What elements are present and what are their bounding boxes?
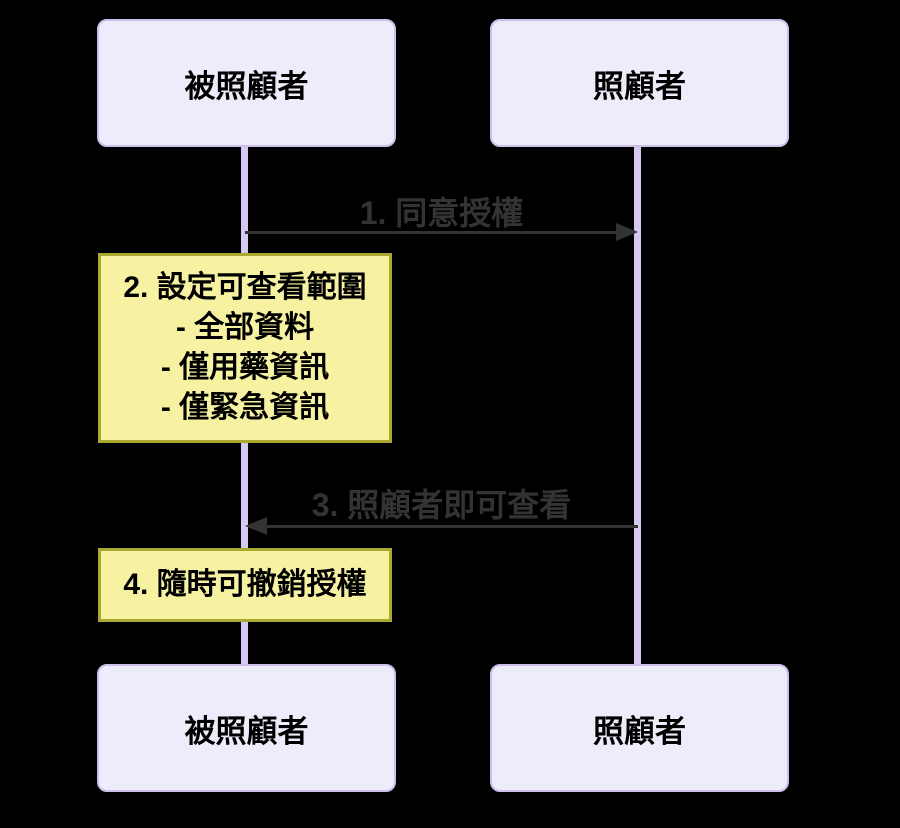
- actor-label-care-recipient-top: 被照顧者: [184, 68, 309, 104]
- actor-label-caregiver-bottom: 照顧者: [593, 713, 686, 749]
- lifeline-caregiver: [634, 147, 641, 664]
- note-revoke-line-1: 4. 隨時可撤銷授權: [123, 568, 367, 601]
- note-view-scope-line-4: - 僅緊急資訊: [160, 391, 330, 424]
- message-1-arrowhead-right-icon: [616, 223, 638, 241]
- message-3-line: [265, 525, 638, 528]
- actor-box-caregiver-bottom: 照顧者: [490, 664, 789, 792]
- note-revoke-authorization: 4. 隨時可撤銷授權: [98, 548, 392, 622]
- actor-box-care-recipient-bottom: 被照顧者: [97, 664, 396, 792]
- message-3-arrowhead-left-icon: [245, 517, 267, 535]
- note-view-scope-line-3: - 僅用藥資訊: [160, 351, 330, 384]
- note-view-scope-line-1: 2. 設定可查看範圍: [123, 271, 367, 304]
- note-view-scope-line-2: - 全部資料: [175, 311, 315, 344]
- message-1-line: [245, 231, 620, 234]
- actor-label-caregiver-top: 照顧者: [593, 68, 686, 104]
- note-view-scope: 2. 設定可查看範圍 - 全部資料 - 僅用藥資訊 - 僅緊急資訊: [98, 253, 392, 443]
- message-3-label: 3. 照顧者即可查看: [311, 487, 572, 523]
- actor-label-care-recipient-bottom: 被照顧者: [184, 713, 309, 749]
- actor-box-care-recipient-top: 被照顧者: [97, 19, 396, 147]
- message-1-label: 1. 同意授權: [359, 195, 524, 231]
- actor-box-caregiver-top: 照顧者: [490, 19, 789, 147]
